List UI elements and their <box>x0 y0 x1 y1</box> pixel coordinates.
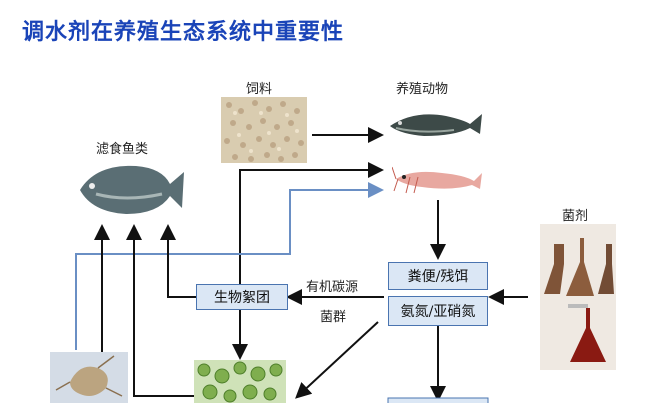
label-bacteria-agent: 菌剂 <box>562 209 589 224</box>
bottom-box-stub <box>387 397 489 403</box>
box-bio-floc: 生物絮团 <box>196 284 288 310</box>
label-bacteria-group: 菌群 <box>320 310 347 325</box>
label-organic-carbon: 有机碳源 <box>306 280 359 295</box>
page-title: 调水剂在养殖生态系统中重要性 <box>22 20 345 45</box>
label-feed: 饲料 <box>246 82 273 97</box>
box-waste: 粪便/残饵 <box>388 262 488 290</box>
arrow-nitrogen-to-algae <box>295 321 379 399</box>
blue-line-top <box>75 182 384 350</box>
box-nitrogen: 氨氮/亚硝氮 <box>388 296 488 326</box>
arrow-floc-to-filterfish <box>160 224 196 298</box>
arrow-floc-to-shrimp <box>239 162 384 284</box>
plankton-image <box>50 352 128 403</box>
shrimp-image <box>392 163 484 195</box>
filter-fish-image <box>76 158 186 220</box>
arrow-algae-to-filterfish <box>126 224 194 397</box>
label-farmed-animals: 养殖动物 <box>396 82 449 97</box>
feed-pellets-image <box>221 97 307 163</box>
farmed-fish-image <box>384 104 484 144</box>
label-filter-fish: 滤食鱼类 <box>96 142 149 157</box>
algae-image <box>194 360 286 403</box>
bacteria-flasks-image <box>540 224 616 370</box>
